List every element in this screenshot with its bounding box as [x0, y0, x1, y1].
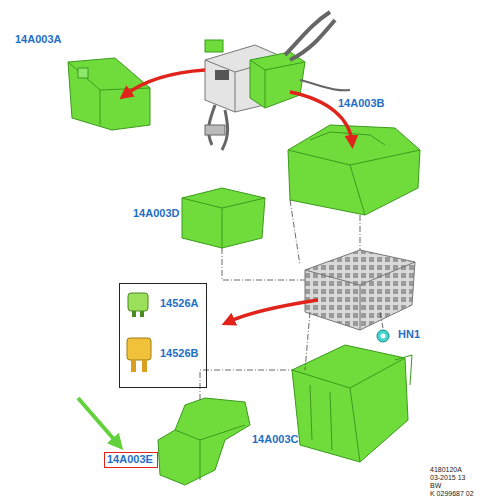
reference-text: 4180120A: [430, 466, 462, 473]
assembly-lines: [200, 200, 383, 400]
inset-box: 14526A 14526B: [119, 283, 207, 388]
part-number: 14A003E: [107, 453, 155, 465]
callout-box: 14A003E: [104, 452, 158, 468]
part-number: 14A003A: [15, 33, 61, 45]
nut-hn1: [377, 330, 389, 342]
fuse-icons: [127, 293, 151, 372]
part-number: 14526B: [160, 347, 199, 359]
cover-part-b: [288, 125, 420, 215]
pointer-arrow: [78, 398, 118, 444]
reference-text: BW: [430, 482, 441, 489]
part-number: 14526A: [160, 297, 199, 309]
bracket-part-e: [158, 398, 250, 485]
explode-arrows: [125, 70, 352, 322]
reference-text: 03-2015 13: [430, 474, 465, 481]
cover-part-d: [182, 188, 265, 248]
part-number: 14A003B: [338, 97, 384, 109]
part-number: 14A003D: [133, 207, 179, 219]
reference-text: K 0299687 02: [430, 490, 474, 497]
cover-part-a: [68, 58, 150, 130]
fuse-box: [305, 250, 415, 330]
part-number: 14A003C: [252, 433, 298, 445]
part-number: HN1: [398, 328, 420, 340]
tray-part-c: [292, 345, 412, 462]
